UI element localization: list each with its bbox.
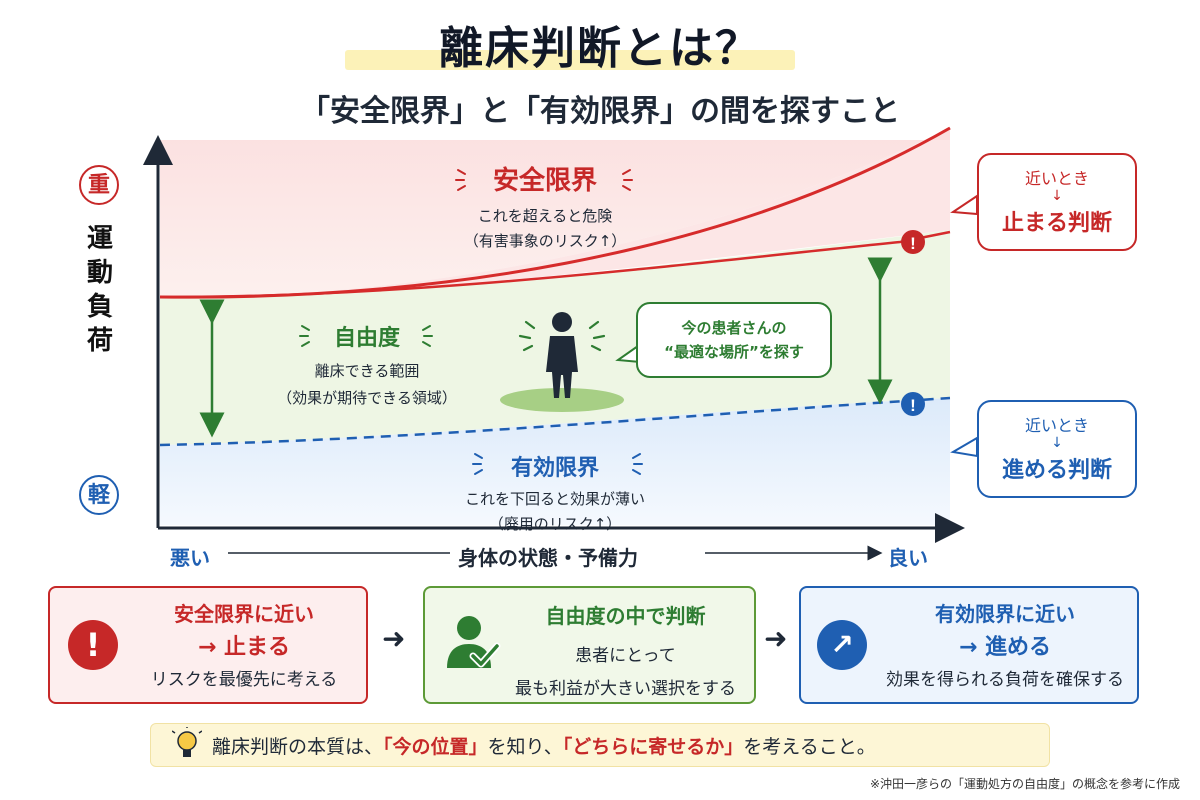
- x-axis-right-label: 良い: [888, 546, 928, 570]
- judge-card-body-1: 患者にとって: [575, 646, 676, 666]
- stop-callout: 近いとき ↓ 止まる判断: [977, 153, 1137, 251]
- exclamation-icon: !: [68, 620, 118, 670]
- safety-sparkles: [455, 169, 633, 191]
- y-axis-label: 運動負荷: [86, 224, 113, 356]
- freedom-title: 自由度: [333, 326, 400, 351]
- red-callout-pointer: [950, 194, 978, 216]
- freedom-block: 自由度 離床できる範囲 （効果が期待できる領域）: [262, 320, 472, 408]
- key-message-highlight-2: 「どちらに寄せるか」: [562, 736, 744, 758]
- danger-zone: [160, 128, 950, 298]
- freedom-sparkles: [299, 325, 433, 347]
- red-alert-icon: !: [901, 230, 925, 254]
- proceed-callout-action: 進める判断: [1001, 458, 1112, 483]
- freedom-desc: 離床できる範囲: [314, 362, 420, 380]
- x-axis-title: 身体の状態・予備力: [458, 546, 638, 570]
- effective-limit-title: 有効限界: [510, 456, 599, 481]
- key-message: 離床判断の本質は、「今の位置」を知り、「どちらに寄せるか」を考えること。: [212, 732, 876, 759]
- safety-limit-line: [159, 230, 951, 299]
- safety-limit-block: 安全限界 これを超えると危険 （有害事象のリスク↑）: [440, 160, 650, 251]
- proceed-card: ↗ 有効限界に近い → 進める 効果を得られる負荷を確保する: [799, 586, 1139, 704]
- judge-card: 自由度の中で判断 患者にとって 最も利益が大きい選択をする: [423, 586, 756, 704]
- speech-line-1: 今の患者さんの: [681, 319, 787, 337]
- svg-text:!: !: [910, 396, 916, 415]
- page-subtitle: 「安全限界」と「有効限界」の間を探すこと: [300, 94, 900, 129]
- speech-line-2: “最適な場所”を探す: [664, 343, 804, 361]
- proceed-callout-arrow: ↓: [1051, 435, 1063, 451]
- blue-alert-icon: !: [901, 392, 925, 416]
- arrow-up-right-icon: ↗: [817, 620, 867, 670]
- effective-limit-desc: これを下回ると効果が薄い: [464, 490, 645, 508]
- key-message-part-3: を考えること。: [743, 736, 876, 758]
- flow-arrow-icon-2: ➜: [764, 622, 788, 655]
- effective-limit-block: 有効限界 これを下回ると効果が薄い （廃用のリスク↑）: [440, 450, 670, 534]
- stop-card-action: → 止まる: [197, 635, 291, 660]
- judge-card-body-2: 最も利益が大きい選択をする: [515, 679, 736, 699]
- safety-limit-title: 安全限界: [492, 166, 597, 196]
- title-highlight: [345, 50, 795, 70]
- stop-callout-action: 止まる判断: [1001, 211, 1112, 236]
- key-message-highlight-1: 「今の位置」: [383, 736, 488, 758]
- proceed-card-body: 効果を得られる負荷を確保する: [886, 670, 1124, 690]
- stop-card-head-b: に近い: [254, 602, 314, 626]
- key-message-part-1: 離床判断の本質は、: [212, 736, 384, 758]
- heavy-label: 重: [79, 165, 119, 205]
- freedom-note: （効果が期待できる領域）: [277, 389, 457, 407]
- judge-card-head-b: 判断: [665, 604, 706, 628]
- person-highlight-lines: [518, 320, 606, 352]
- key-message-part-2: を知り、: [487, 736, 563, 758]
- effective-limit-note: （廃用のリスク↑）: [488, 515, 622, 533]
- key-message-box: [150, 723, 1050, 767]
- safety-limit-note: （有害事象のリスク↑）: [463, 232, 627, 250]
- flow-arrow-icon-1: ➜: [382, 622, 406, 655]
- proceed-callout-condition: 近いとき: [1024, 416, 1089, 435]
- page-title: 離床判断とは？: [439, 23, 761, 74]
- proceed-callout: 近いとき ↓ 進める判断: [977, 400, 1137, 498]
- blue-callout-pointer: [950, 436, 978, 458]
- safety-limit-desc: これを超えると危険: [477, 207, 613, 225]
- x-axis-left-label: 悪い: [170, 546, 210, 570]
- footnote: ※沖田一彦らの「運動処方の自由度」の概念を参考に作成: [869, 777, 1180, 791]
- person-check-icon: [447, 616, 501, 668]
- stop-callout-arrow: ↓: [1051, 188, 1063, 204]
- effective-limit-line: [159, 396, 951, 447]
- light-label: 軽: [79, 475, 119, 515]
- effective-sparkles: [472, 453, 643, 475]
- stop-card-body: リスクを最優先に考える: [150, 670, 338, 690]
- safety-band: [160, 128, 950, 298]
- judge-card-head-a: 自由度の中で: [545, 604, 666, 628]
- stop-card-head-a: 安全限界: [174, 602, 254, 626]
- speech-bubble: 今の患者さんの “最適な場所”を探す: [636, 302, 832, 378]
- lightbulb-icon: [172, 727, 202, 757]
- person-icon: [500, 312, 624, 412]
- svg-text:!: !: [910, 234, 916, 253]
- stop-callout-condition: 近いとき: [1024, 169, 1089, 188]
- proceed-card-action: → 進める: [958, 635, 1052, 660]
- ineffective-zone: [160, 398, 950, 525]
- stop-card: ! 安全限界に近い → 止まる リスクを最優先に考える: [48, 586, 368, 704]
- proceed-card-head: 有効限界に近い: [935, 602, 1075, 626]
